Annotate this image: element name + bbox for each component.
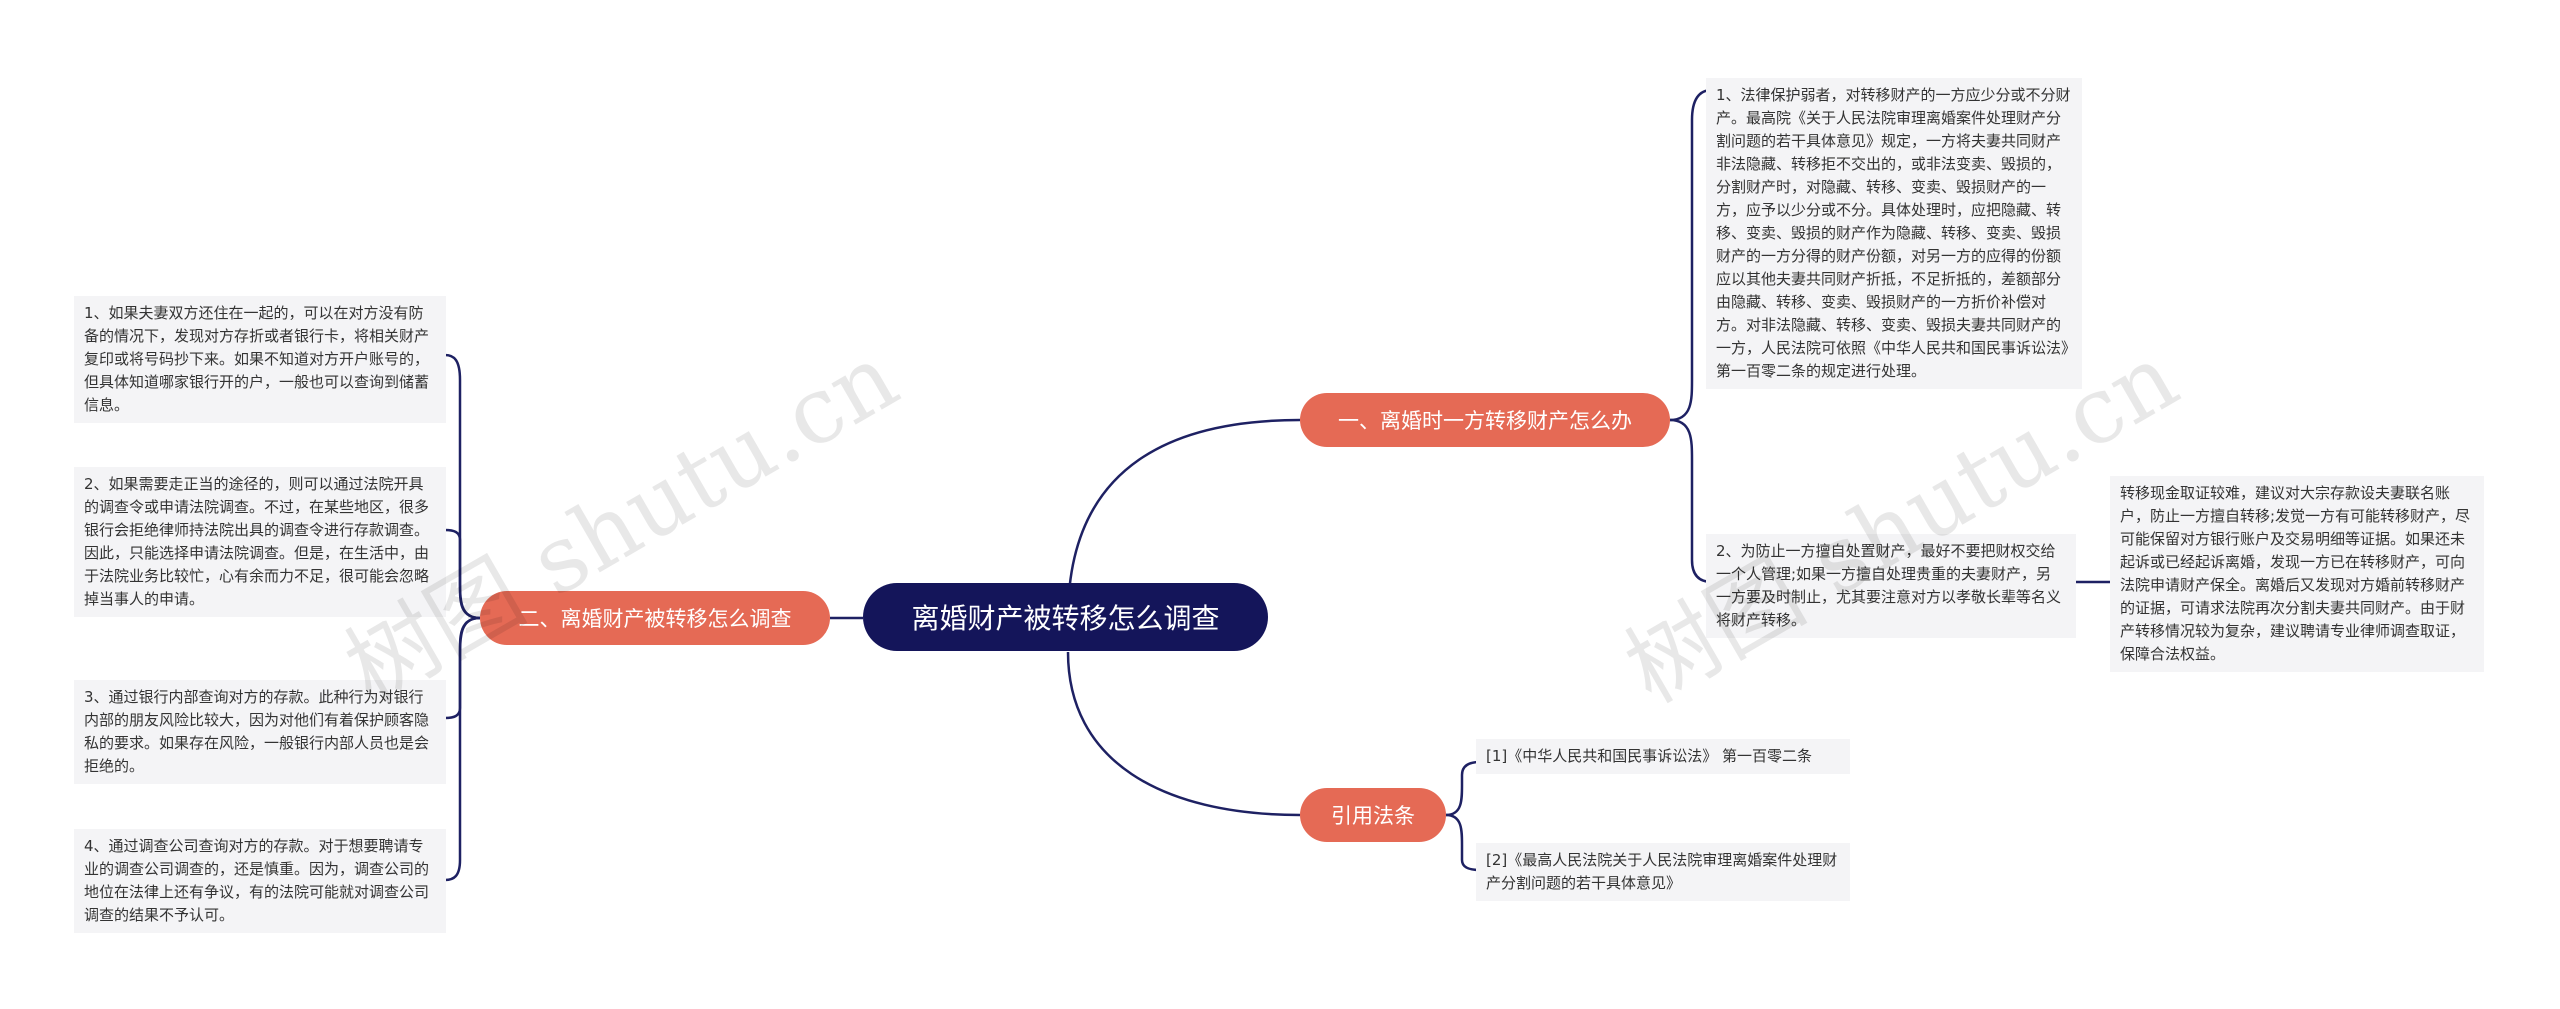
leaf-b1-1: 1、法律保护弱者，对转移财产的一方应少分或不分财产。最高院《关于人民法院审理离婚… xyxy=(1706,78,2082,389)
branch-investigate-property[interactable]: 二、离婚财产被转移怎么调查 xyxy=(480,591,830,645)
central-topic[interactable]: 离婚财产被转移怎么调查 xyxy=(863,583,1268,651)
leaf-b1-2-detail: 转移现金取证较难，建议对大宗存款设夫妻联名账户，防止一方擅自转移;发觉一方有可能… xyxy=(2110,476,2484,672)
leaf-b2-4: 4、通过调查公司查询对方的存款。对于想要聘请专业的调查公司调查的，还是慎重。因为… xyxy=(74,829,446,933)
leaf-b2-3: 3、通过银行内部查询对方的存款。此种行为对银行内部的朋友风险比较大，因为对他们有… xyxy=(74,680,446,784)
branch-cited-laws[interactable]: 引用法条 xyxy=(1300,788,1446,842)
leaf-b2-1: 1、如果夫妻双方还住在一起的，可以在对方没有防备的情况下，发现对方存折或者银行卡… xyxy=(74,296,446,423)
branch-transfer-property[interactable]: 一、离婚时一方转移财产怎么办 xyxy=(1300,393,1670,447)
leaf-b1-2: 2、为防止一方擅自处置财产，最好不要把财权交给一个人管理;如果一方擅自处理贵重的… xyxy=(1706,534,2076,638)
leaf-b2-2: 2、如果需要走正当的途径的，则可以通过法院开具的调查令或申请法院调查。不过，在某… xyxy=(74,467,446,617)
leaf-b3-1: [1]《中华人民共和国民事诉讼法》 第一百零二条 xyxy=(1476,739,1850,774)
leaf-b3-2: [2]《最高人民法院关于人民法院审理离婚案件处理财产分割问题的若干具体意见》 xyxy=(1476,843,1850,901)
